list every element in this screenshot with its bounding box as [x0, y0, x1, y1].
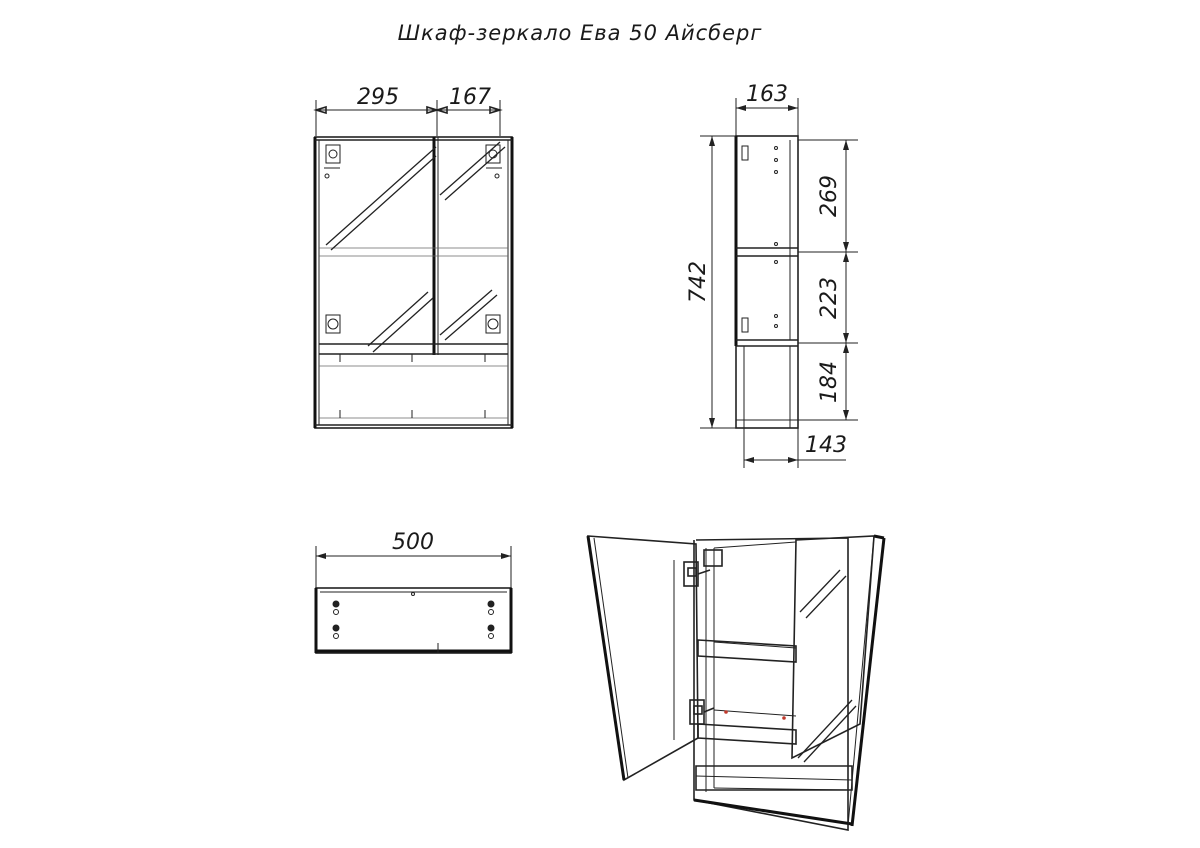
front-cabinet-body: [314, 136, 513, 429]
dim-section-lower: 184: [817, 361, 842, 403]
dim-left-door: 295: [357, 85, 399, 110]
dim-side-depth-bottom: 143: [805, 433, 847, 458]
hinge-icon: [324, 144, 502, 334]
shelf-support-marks: [724, 710, 786, 720]
front-view: 295 167: [313, 85, 514, 429]
dim-side-depth-top: 163: [746, 82, 788, 107]
dim-section-upper: 269: [817, 175, 842, 217]
isometric-view: [586, 534, 886, 831]
dim-side-height: 742: [686, 261, 711, 303]
dim-top-width: 500: [392, 530, 434, 555]
side-view: 163 742: [686, 82, 858, 468]
hinge-icon: [683, 561, 715, 725]
top-view: 500: [314, 530, 513, 654]
dim-right-door: 167: [449, 85, 491, 110]
dim-section-middle: 223: [817, 277, 842, 319]
drawing-title: Шкаф-зеркало Ева 50 Айсберг: [398, 21, 763, 45]
